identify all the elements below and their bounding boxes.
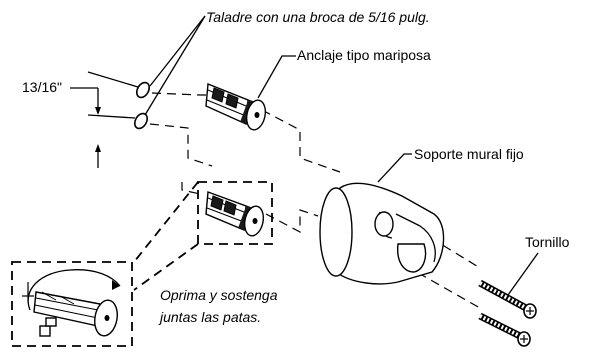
detail-callout-box: [197, 181, 273, 245]
fixed-wall-bracket: [319, 182, 445, 285]
squeezed-anchor-detail: [22, 269, 121, 337]
dimension-marks: [70, 87, 101, 168]
anchor-leader: [257, 55, 296, 99]
drill-hole-top: [135, 81, 151, 99]
screw-top: [478, 279, 537, 319]
drill-leader-bottom: [144, 15, 206, 116]
alignment-dash-1: [151, 92, 212, 96]
butterfly-anchor-top: [205, 83, 267, 131]
wall-line-top: [87, 71, 139, 88]
squeeze-label-line2: juntas las patas.: [158, 309, 261, 325]
dimension-label: 13/16": [22, 79, 62, 95]
anchor-label: Anclaje tipo mariposa: [297, 47, 431, 63]
alignment-dash-3: [149, 123, 213, 167]
bracket-label: Soporte mural fijo: [414, 146, 524, 162]
drill-hole-bottom: [133, 112, 149, 130]
alignment-dash-4: [181, 182, 201, 195]
bracket-leader: [377, 153, 412, 183]
screw-leader: [507, 252, 539, 296]
alignment-dash-5: [265, 209, 319, 233]
screw-bottom: [478, 312, 531, 347]
squeeze-label-line1: Oprima y sostenga: [160, 287, 278, 303]
detail-connector-bottom: [133, 181, 199, 263]
butterfly-anchor-middle: [205, 191, 265, 237]
screw-label: Tornillo: [525, 234, 570, 250]
drill-leader-top: [149, 15, 206, 87]
drill-label: Taladre con una broca de 5/16 pulg.: [206, 9, 430, 25]
alignment-dash-2: [261, 109, 341, 173]
wall-line-bottom: [87, 114, 136, 119]
detail-connector-top: [133, 243, 199, 291]
squeeze-detail-box: [11, 261, 133, 347]
